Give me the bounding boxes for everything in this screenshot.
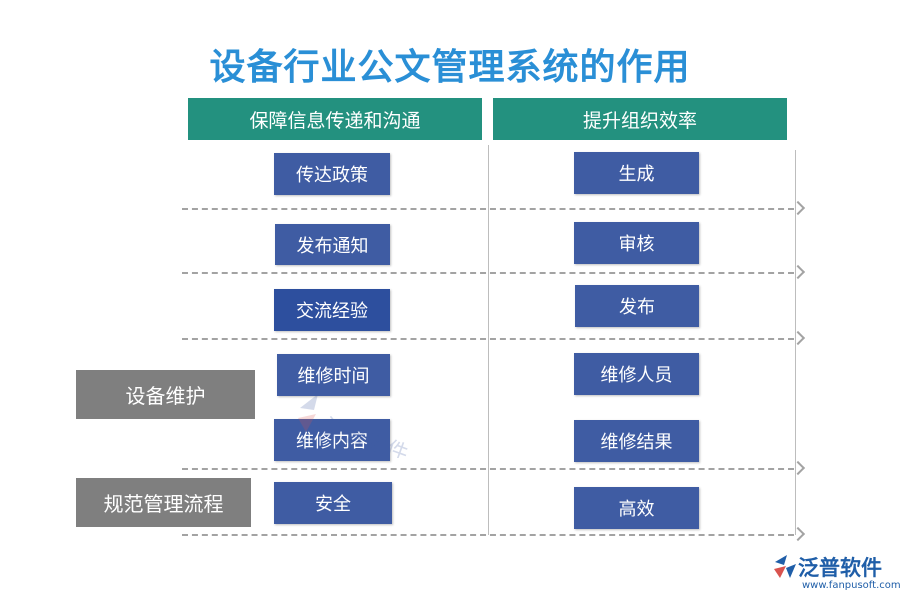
left-item-1: 传达政策: [274, 153, 390, 195]
left-item-4: 维修时间: [277, 354, 390, 396]
diagram-title: 设备行业公文管理系统的作用: [209, 47, 691, 88]
dashed-arrow-1: [182, 208, 794, 210]
brand-logo-url: www.fanpusoft.com: [802, 580, 900, 591]
dashed-arrow-2: [182, 272, 794, 274]
left-item-5: 维修内容: [274, 419, 390, 461]
side-label-equipment-maintenance: 设备维护: [76, 370, 255, 419]
right-item-1: 生成: [574, 152, 699, 194]
dashed-arrow-5: [182, 534, 794, 536]
dashed-arrow-4: [182, 468, 794, 470]
right-column-header: 提升组织效率: [493, 98, 787, 140]
right-item-4: 维修人员: [574, 353, 699, 395]
brand-logo-icon: [774, 555, 796, 578]
left-item-6: 安全: [274, 482, 392, 524]
left-item-3: 交流经验: [274, 289, 390, 331]
right-item-5: 维修结果: [574, 420, 699, 462]
center-divider: [488, 145, 489, 535]
right-item-2: 审核: [574, 222, 699, 264]
dashed-arrow-3: [182, 338, 794, 340]
side-label-standard-process: 规范管理流程: [76, 478, 251, 527]
left-item-2: 发布通知: [275, 224, 390, 265]
brand-logo: 泛普软件 www.fanpusoft.com: [770, 552, 900, 598]
right-item-3: 发布: [575, 285, 699, 327]
left-column-header: 保障信息传递和沟通: [188, 98, 482, 140]
brand-logo-name: 泛普软件: [798, 556, 882, 580]
right-item-6: 高效: [574, 487, 699, 529]
